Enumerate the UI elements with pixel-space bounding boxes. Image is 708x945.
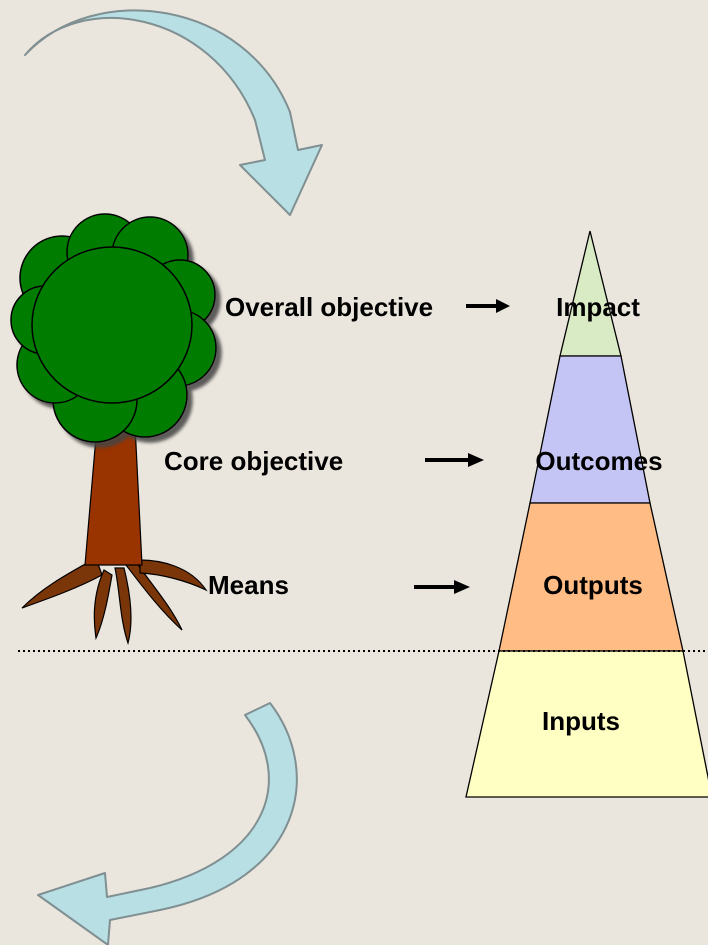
pyramid-impact-label: Impact — [556, 292, 640, 322]
arrow-right-icon — [414, 580, 470, 594]
arrow-right-icon — [466, 299, 510, 313]
tree-foliage — [10, 213, 217, 443]
pyramid-icon — [465, 230, 708, 798]
pyramid-inputs-label: Inputs — [542, 706, 620, 736]
overall-objective-label: Overall objective — [225, 292, 433, 322]
tree-trunk — [84, 424, 143, 566]
tree-roots — [21, 557, 208, 646]
curved-arrow-down-left-icon — [37, 702, 298, 945]
means-label: Means — [208, 570, 289, 600]
pyramid-outputs-label: Outputs — [543, 570, 643, 600]
tree-icon — [10, 213, 217, 646]
pyramid-inputs-band — [465, 650, 708, 798]
curved-arrow-down-icon — [24, 9, 323, 216]
core-objective-label: Core objective — [164, 446, 343, 476]
arrow-right-icon — [425, 453, 484, 467]
pyramid-outcomes-band — [529, 355, 651, 504]
pyramid-outcomes-label: Outcomes — [535, 446, 662, 476]
